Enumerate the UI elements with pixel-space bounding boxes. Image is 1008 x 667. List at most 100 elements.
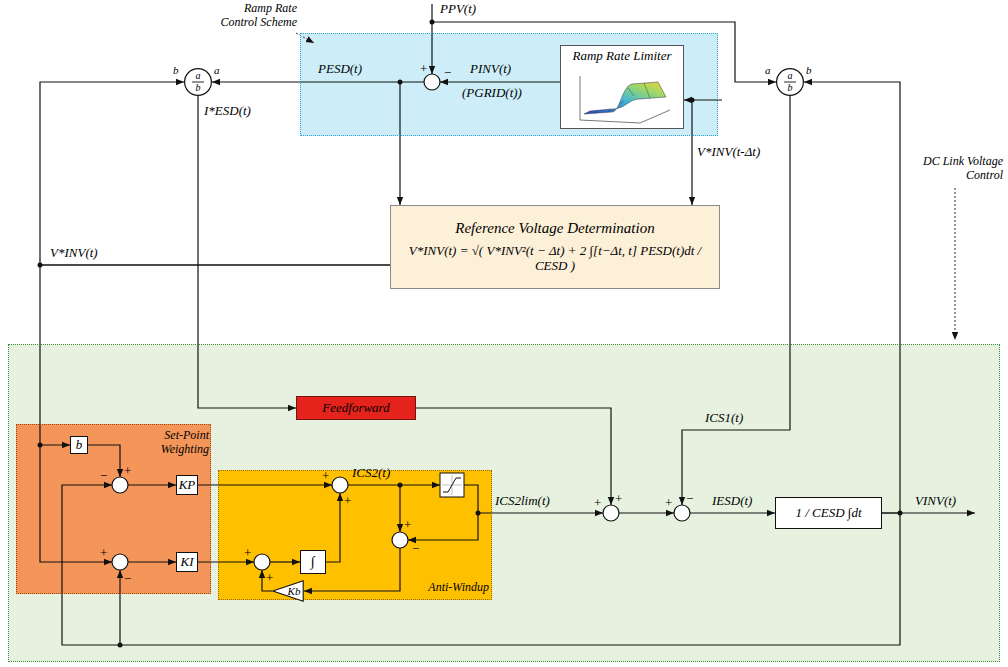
sum-sign: − — [686, 492, 693, 505]
summing-junctions — [112, 74, 690, 570]
region-heading: Anti-Windup — [409, 581, 489, 595]
signal-label: IESD(t) — [712, 494, 752, 509]
signal-connector — [399, 136, 400, 205]
plot-axes — [580, 76, 670, 123]
feedback-wire — [62, 485, 900, 645]
signal-wire — [399, 82, 400, 136]
numerator-symbol: a — [788, 70, 793, 82]
signal-wire — [408, 513, 478, 540]
sum-sign: + — [322, 469, 329, 482]
sum-sign: + — [594, 496, 601, 509]
saturation-curve — [443, 478, 461, 492]
signal-wire — [432, 22, 776, 82]
block-label: Ramp Rate Limiter — [573, 49, 672, 64]
summing-junction — [392, 532, 408, 548]
sum-sign: + — [124, 464, 131, 477]
region-fill — [560, 45, 684, 129]
sum-sign: + — [420, 62, 427, 75]
port-label: b — [806, 64, 812, 77]
block-label: KP — [179, 478, 196, 493]
denominator-symbol: b — [196, 82, 201, 94]
sum-sign: + — [266, 571, 273, 584]
leader-line — [955, 188, 956, 340]
junction-dot — [398, 483, 403, 488]
summing-junction — [424, 74, 440, 90]
signal-wire — [198, 561, 254, 562]
summing-junction — [674, 505, 690, 521]
signal-wire — [691, 100, 692, 205]
signal-label: PPV(t) — [440, 2, 476, 17]
signal-label: PESD(t) — [318, 62, 362, 77]
anti-windup-region: Anti-Windup ∫ Kb — [218, 470, 492, 600]
ramp-rate-limiter: Ramp Rate Limiter — [560, 45, 684, 129]
summing-junction — [112, 477, 128, 493]
region-fill — [300, 33, 718, 136]
feedback-wire — [119, 570, 120, 645]
denominator-symbol: b — [788, 82, 793, 94]
gain-triangle: Kb — [272, 580, 304, 602]
block-label: 1 / CESD ∫dt — [795, 506, 861, 521]
gain-triangle-shape — [273, 581, 303, 601]
region-fill — [218, 470, 492, 600]
junction-dot — [476, 511, 481, 516]
signal-wire — [619, 512, 674, 513]
block-label: KI — [181, 555, 194, 570]
numerator-symbol: a — [196, 70, 201, 82]
signal-wire — [399, 485, 400, 532]
signal-wire — [440, 81, 560, 82]
sum-sign: + — [615, 492, 622, 505]
region-fill — [8, 344, 1000, 662]
signal-wire — [682, 96, 790, 505]
sum-sign: − — [412, 542, 419, 555]
signal-wire — [128, 484, 176, 485]
signal-label: V*INV(t-Δt) — [697, 145, 760, 160]
block-label: Feedforward — [322, 401, 389, 416]
signal-wire — [416, 408, 611, 505]
port-label: a — [765, 64, 771, 77]
signal-wire — [40, 445, 112, 562]
gain-block: b — [70, 436, 88, 454]
signal-wire — [128, 561, 176, 562]
sum-sign: − — [444, 66, 451, 79]
integrator-block: ∫ — [300, 550, 326, 574]
summing-junction — [112, 554, 128, 570]
signal-wire — [431, 4, 432, 74]
surface-plot — [584, 82, 666, 114]
gain-block: KP — [176, 475, 198, 495]
signal-connector — [198, 96, 296, 408]
signal-wire — [348, 484, 440, 485]
junction-dots — [38, 20, 903, 648]
gain-block: KI — [176, 552, 198, 572]
region-heading: Ramp Rate Control Scheme — [209, 2, 297, 30]
sum-sign: + — [244, 546, 251, 559]
sum-sign: + — [665, 496, 672, 509]
signal-label: V*INV(t) — [50, 246, 98, 261]
signal-label: I*ESD(t) — [204, 104, 251, 119]
signal-wire — [690, 512, 775, 513]
port-label: a — [214, 64, 220, 77]
divider-block: ab — [776, 68, 804, 96]
signal-label: ICS1(t) — [705, 411, 743, 426]
region-heading: Set-Point Weighting — [125, 429, 209, 457]
sum-sign: + — [404, 518, 411, 531]
sum-sign: + — [344, 494, 351, 507]
box-title: Reference Voltage Determination — [455, 220, 654, 237]
region-fill — [16, 424, 211, 594]
formula-text: V*INV(t) = √( V*INV²(t − Δt) + 2 ∫[t−Δt,… — [397, 244, 713, 274]
signal-connector — [804, 82, 900, 513]
feedforward-block: Feedforward — [296, 396, 416, 420]
integrator-block: 1 / CESD ∫dt — [775, 497, 882, 529]
junction-dot — [118, 643, 123, 648]
signal-label: PINV(t) — [470, 62, 511, 77]
reference-voltage-box: Reference Voltage DeterminationV*INV(t) … — [390, 205, 720, 289]
signal-wire — [270, 561, 300, 562]
saturation-axes — [442, 475, 462, 495]
signal-connector — [212, 81, 300, 82]
junction-dot — [398, 80, 403, 85]
signal-label: ICS2lim(t) — [495, 494, 550, 509]
surface-mesh — [596, 83, 650, 113]
connectors — [40, 82, 900, 513]
summing-junction — [254, 554, 270, 570]
